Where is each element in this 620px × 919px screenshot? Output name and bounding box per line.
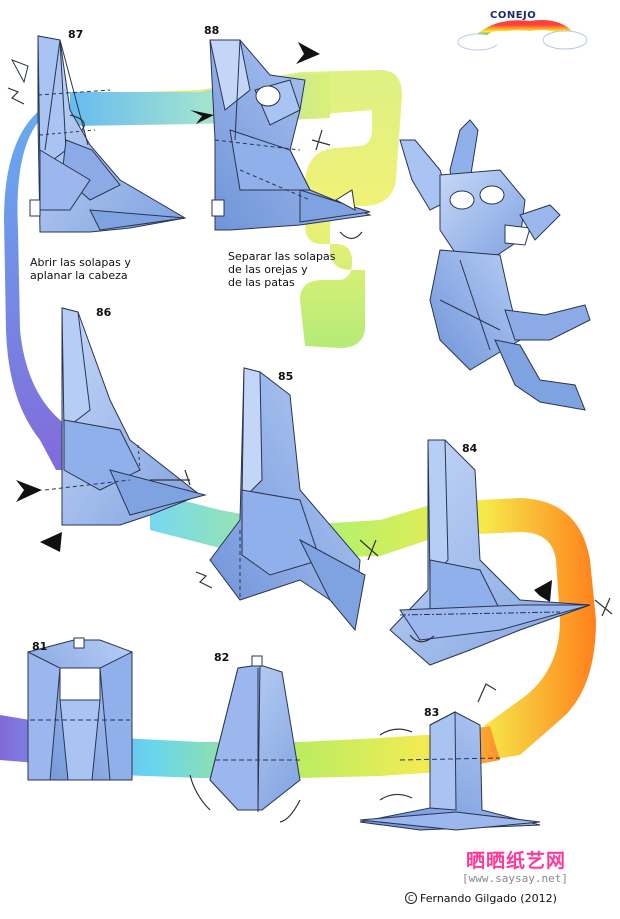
diagram-title: CONEJO [490, 10, 537, 21]
step-81-model [27, 637, 133, 781]
step-86-model [44, 307, 207, 526]
caption-88-line2: de las orejas y [228, 263, 308, 276]
step-85-arrows [195, 539, 379, 589]
step-number-81: 81 [32, 640, 48, 653]
site-url: [www.saysay.net] [462, 872, 568, 885]
step-number-84: 84 [462, 442, 478, 455]
step-85-model [209, 367, 366, 632]
caption-88: Separar las solapas de las orejas y de l… [228, 250, 336, 289]
step-number-85: 85 [278, 370, 294, 383]
author-credit: Fernando Gilgado (2012) [420, 892, 557, 905]
step-82-model [209, 655, 301, 812]
site-name-watermark: 晒晒纸艺网 [466, 850, 567, 872]
copyright-symbol: C [405, 892, 417, 904]
caption-87-line2: aplanar la cabeza [30, 269, 128, 282]
step-86-arrows [16, 469, 191, 552]
step-88-arrows [190, 42, 363, 240]
caption-88-line3: de las patas [228, 276, 295, 289]
step-87-model [10, 35, 187, 233]
step-84-model [389, 439, 591, 666]
step-number-83: 83 [424, 706, 440, 719]
title-cloud-rainbow [457, 20, 588, 51]
caption-87-line1: Abrir las solapas y [30, 256, 131, 269]
step-number-88: 88 [204, 24, 220, 37]
step-83-model [359, 711, 541, 831]
caption-87: Abrir las solapas y aplanar la cabeza [30, 256, 131, 282]
step-number-82: 82 [214, 651, 230, 664]
step-number-86: 86 [96, 306, 112, 319]
step-number-87: 87 [68, 28, 84, 41]
step-83-arrows [379, 683, 497, 801]
caption-88-line1: Separar las solapas [228, 250, 336, 263]
step-84-arrows [409, 580, 613, 643]
finished-rabbit [399, 119, 591, 411]
step-88-model [209, 39, 372, 231]
step-82-arrows [189, 774, 301, 823]
svg-text:C: C [408, 894, 414, 903]
step-87-arrows [7, 87, 85, 131]
